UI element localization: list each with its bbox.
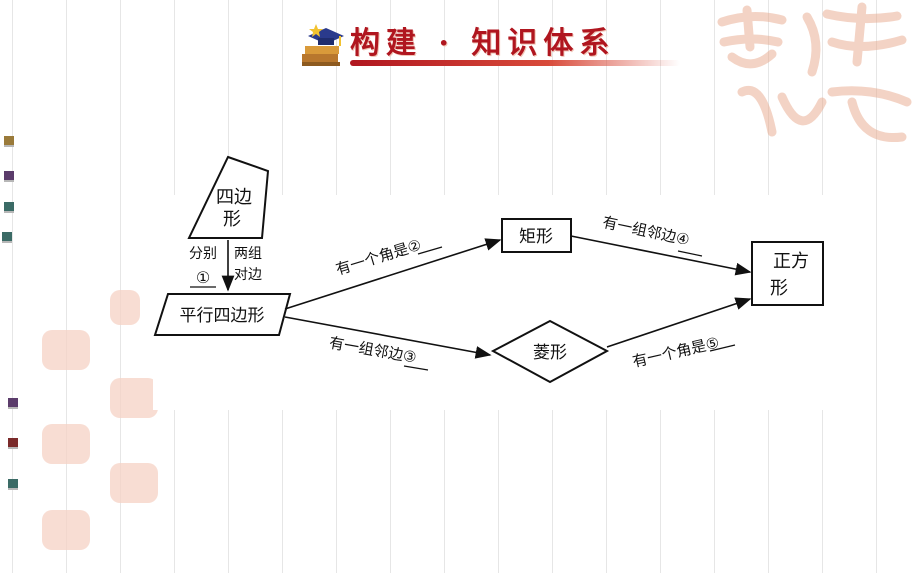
edge-label-left-2: ①	[196, 268, 210, 287]
edge-label-rect-to-square: 有一组邻边④	[601, 213, 691, 249]
seal-stamp	[42, 510, 90, 550]
square-label: 正方	[773, 251, 809, 272]
calligraphy-watermark	[717, 2, 912, 143]
seal-stamp	[110, 463, 158, 503]
square-node	[751, 241, 824, 306]
seal-stamp	[42, 330, 90, 370]
page-title: 构建 · 知识体系	[350, 26, 616, 61]
edge-label-right-2: 对边	[234, 267, 262, 283]
seal-stamp	[42, 424, 90, 464]
seal-stamp	[110, 290, 140, 325]
arrow-rhombus-to-square	[606, 297, 752, 348]
section-title: 构建 · 知识体系	[296, 8, 686, 70]
parallelogram-label: 平行四边形	[180, 306, 265, 326]
edge-label-right-1: 两组	[234, 246, 262, 262]
parallelogram-node	[153, 293, 292, 336]
bullet-marker	[8, 438, 18, 449]
title-underline	[350, 60, 680, 66]
bullet-marker	[8, 398, 18, 409]
rectangle-node	[501, 218, 572, 253]
square-label-line1: 正方	[773, 251, 809, 272]
books-graduation-cap-icon	[302, 24, 344, 66]
rhombus-node	[490, 319, 610, 384]
blank-underline	[417, 246, 443, 255]
arrow-parallelogram-to-rhombus	[284, 316, 492, 359]
bullet-marker	[4, 136, 14, 147]
blank-underline	[677, 250, 703, 257]
edge-label-rhombus-to-square: 有一个角是⑤	[631, 333, 721, 370]
seal-stamp	[110, 378, 158, 418]
edge-label-para-to-rect: 有一个角是②	[334, 236, 424, 279]
arrow-rectangle-to-square	[570, 235, 752, 276]
arrow-parallelogram-to-rectangle	[284, 238, 502, 310]
quadrilateral-node	[187, 155, 270, 239]
bullet-marker	[4, 171, 14, 182]
blank-underline	[403, 365, 429, 371]
bullet-marker	[2, 232, 12, 243]
square-label-line2: 形	[770, 278, 788, 299]
square-label-line2-text: 形	[770, 278, 788, 299]
blank-underline	[709, 344, 736, 352]
edge-label-left-1: 分别	[189, 246, 217, 262]
bullet-marker	[4, 202, 14, 213]
quadrilateral-label: 四边形	[216, 187, 252, 230]
bullet-marker	[8, 479, 18, 490]
rectangle-label: 矩形	[519, 227, 553, 247]
rhombus-label: 菱形	[533, 343, 567, 363]
